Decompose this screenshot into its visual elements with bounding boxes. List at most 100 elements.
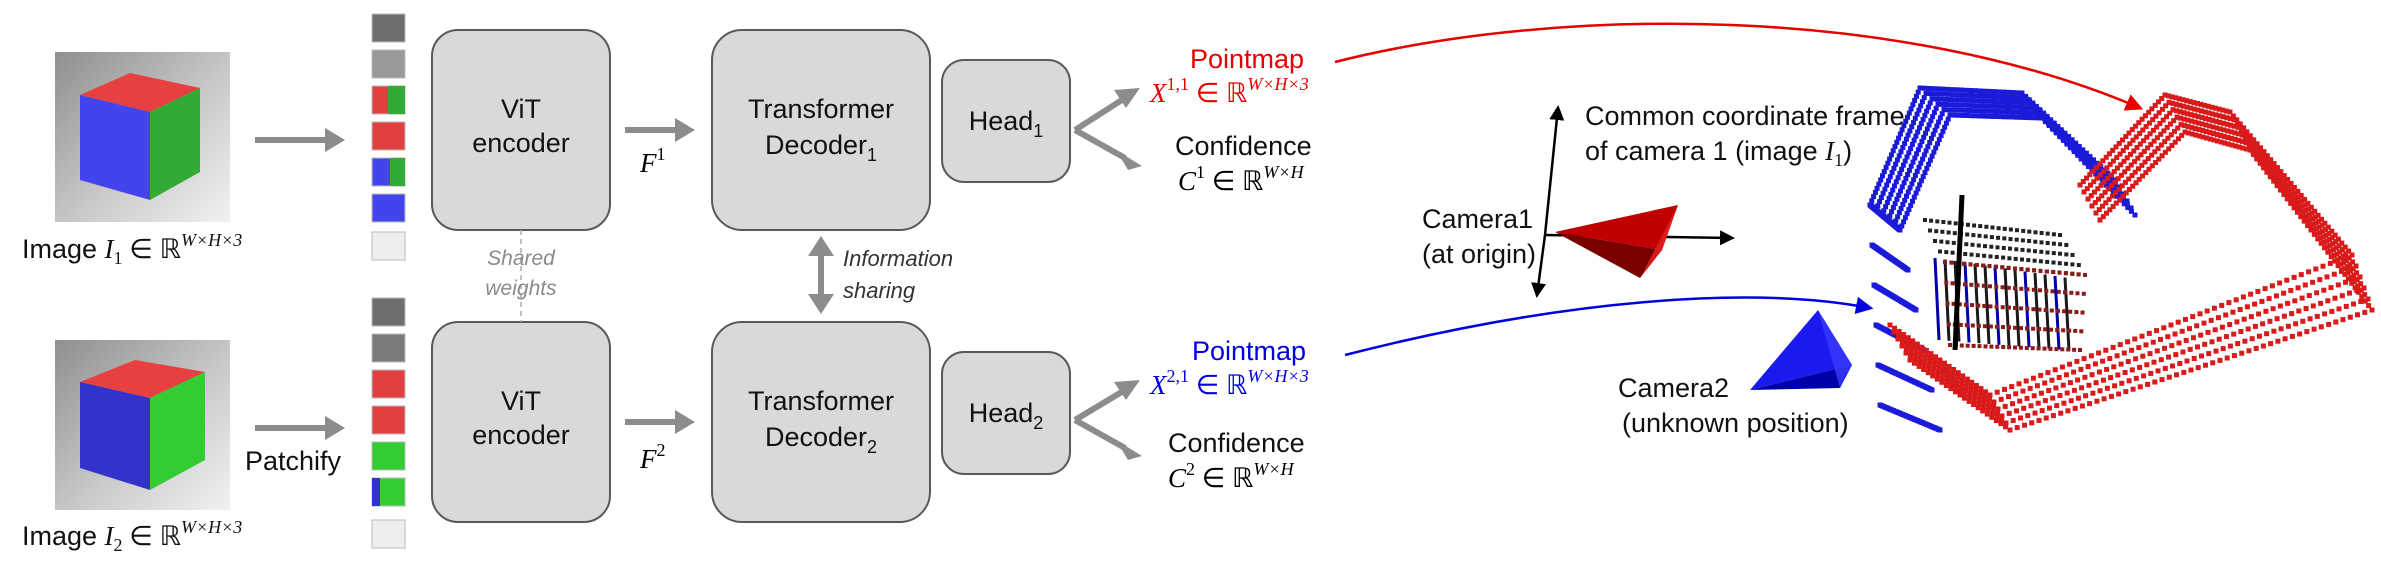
pointcloud-red-point: [1901, 332, 1907, 337]
pointcloud-red-point: [2256, 311, 2262, 317]
pointcloud-blue-point: [2014, 90, 2020, 96]
pointcloud-red-point: [1971, 402, 1977, 407]
pointcloud-blue-point: [2010, 90, 2016, 95]
pointcloud-core-point: [2001, 255, 2006, 260]
pointcloud-red-point: [2086, 382, 2092, 388]
pointcloud-blue-point: [2114, 193, 2120, 199]
pointcloud-core-point: [1952, 231, 1957, 236]
pointcloud-red-point: [2176, 136, 2181, 142]
pointcloud-red-point: [1960, 373, 1966, 379]
pointcloud-red-point: [2317, 277, 2323, 283]
pointcloud-blue-point: [1942, 96, 1948, 102]
pointcloud-red-point: [2128, 151, 2133, 157]
pointcloud-red-point: [2064, 390, 2070, 396]
pointcloud-red-point: [2146, 109, 2152, 115]
pointcloud-red-point: [2337, 249, 2343, 255]
pointcloud-red-point: [2010, 418, 2016, 423]
pointcloud-red-point: [2331, 271, 2337, 277]
arrow-head2-to-confidence: [1073, 417, 1127, 451]
pointcloud-red-point: [2172, 139, 2178, 145]
pointcloud-red-point: [2108, 393, 2114, 399]
pointcloud-red-point: [2327, 260, 2333, 266]
pointcloud-red-point: [2142, 159, 2148, 165]
pointcloud-red-point: [2179, 328, 2185, 334]
pointcloud-blue-point: [1991, 94, 1997, 99]
pointcloud-red-point: [2217, 119, 2223, 125]
pointcloud-red-point: [2112, 179, 2118, 185]
pointcloud-core-point: [1946, 322, 1951, 327]
pointcloud-red-point: [2159, 153, 2165, 159]
pointcloud-red-point: [2257, 160, 2263, 166]
pointcloud-core-point: [2058, 251, 2062, 256]
pointcloud-red-point: [2126, 130, 2132, 136]
pointcloud-blue-point: [1978, 98, 1984, 104]
pointcloud-red-point: [2146, 330, 2152, 336]
pointcloud-core-point: [1963, 282, 1967, 287]
pointcloud-core-point: [1996, 226, 2001, 231]
pointcloud-red-point: [2296, 308, 2302, 314]
pointcloud-red-point: [2046, 388, 2052, 393]
pointcloud-red-point: [2149, 163, 2155, 169]
pointcloud-blue-point: [1985, 113, 1991, 119]
pointcloud-red-point: [2170, 363, 2175, 369]
pointcloud-red-point: [2189, 125, 2195, 131]
pointcloud-red-point: [2332, 232, 2338, 238]
pointcloud-red-point: [2269, 283, 2275, 289]
pointcloud-core-point: [2051, 270, 2056, 274]
pointcloud-red-point: [2110, 158, 2116, 164]
pointcloud-blue-point: [1957, 102, 1963, 108]
pointcloud-red-point: [2316, 224, 2322, 230]
pointcloud-blue-point: [1915, 147, 1921, 153]
pointcloud-red-point: [2280, 183, 2286, 189]
pointcloud-blue-point: [2083, 150, 2089, 156]
pointcloud-blue-point: [1981, 113, 1986, 119]
pointcloud-red-point: [2281, 173, 2287, 179]
pointcloud-blue-point: [1917, 125, 1922, 131]
pointcloud-red-point: [2247, 147, 2253, 153]
pointcloud-red-point: [2097, 388, 2103, 394]
pointcloud-blue-point: [1902, 158, 1908, 164]
pointcloud-blue-point: [2087, 157, 2093, 163]
pointcloud-red-point: [2195, 365, 2201, 371]
pointcloud-core-point: [2043, 308, 2048, 312]
pointcloud-red-point: [1927, 355, 1933, 360]
pointcloud-red-point: [2120, 137, 2125, 143]
pointcloud-blue-point: [2117, 194, 2123, 200]
pointcloud-blue-point: [1924, 126, 1930, 132]
pointcloud-red-point: [1944, 379, 1950, 385]
pointcloud-red-point: [2203, 116, 2208, 121]
confidence-2-title: Confidence: [1168, 428, 1305, 458]
pointcloud-red-point: [2207, 136, 2213, 142]
pointcloud-red-point: [2161, 128, 2167, 134]
pointcloud-core-point: [1957, 302, 1962, 307]
pointcloud-blue-point: [1983, 103, 1989, 109]
pointcloud-red-point: [2160, 117, 2166, 123]
pointcloud-red-point: [2074, 358, 2080, 364]
pointcloud-red-point: [2285, 182, 2291, 188]
pointcloud-core-point: [1988, 254, 1993, 259]
pointcloud-red-point: [2021, 405, 2027, 411]
pointcloud-core-point: [2027, 239, 2032, 243]
pointcloud-core-point: [1949, 260, 1954, 265]
pointcloud-red-point: [2096, 350, 2102, 356]
pointcloud-blue-point: [1903, 118, 1909, 124]
pointcloud-red-point: [2333, 239, 2339, 245]
pointcloud-red-point: [2246, 140, 2252, 146]
pointcloud-red-point: [2084, 186, 2090, 192]
pointcloud-red-point: [2323, 226, 2328, 232]
pointcloud-core-point: [2025, 267, 2030, 272]
pointcloud-blue-point: [1947, 112, 1953, 118]
pointcloud-red-point: [2261, 165, 2267, 171]
pointcloud-red-point: [2310, 303, 2316, 309]
pointcloud-blue-point: [1960, 97, 1966, 103]
pointcloud-red-point: [2124, 144, 2129, 150]
pointcloud-blue-point: [1914, 111, 1920, 117]
pointcloud-red-point: [2061, 400, 2067, 406]
pointcloud-red-point: [2184, 111, 2190, 117]
pointcloud-blue-point: [1915, 89, 1921, 95]
pointcloud-blue-point: [1921, 152, 1927, 158]
pointcloud-red-point: [2031, 393, 2037, 399]
pointcloud-blue-point: [1905, 267, 1911, 273]
pointcloud-red-point: [2151, 359, 2157, 365]
pointcloud-blue-point: [1967, 108, 1973, 113]
